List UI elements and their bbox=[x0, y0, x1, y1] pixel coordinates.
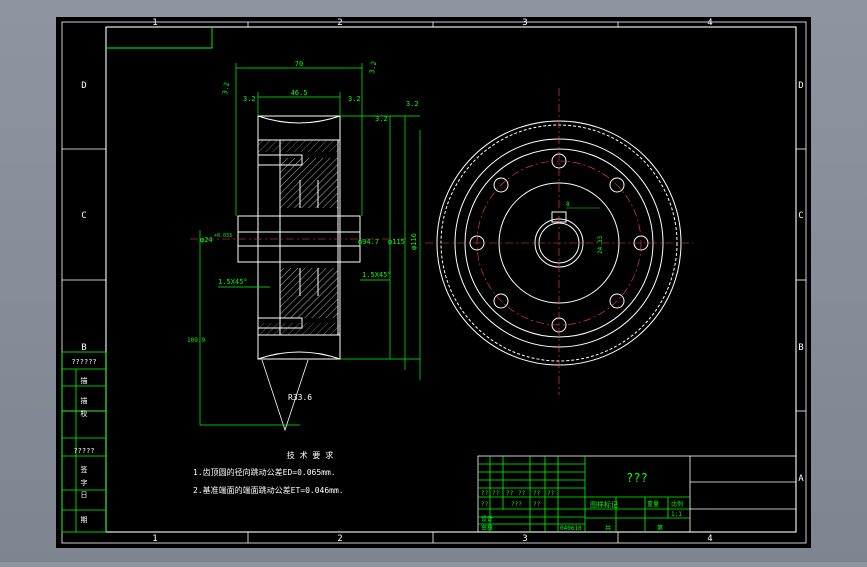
tech-req-line1: 1.齿顶圆的径向跳动公差ED=0.065mm. bbox=[193, 467, 336, 477]
tb-cell-c: ?? bbox=[481, 501, 489, 508]
hatch-upper-rim bbox=[258, 140, 340, 152]
bolt-hole-4 bbox=[609, 293, 625, 309]
lower-screw-hole bbox=[257, 317, 303, 329]
tb-cell-b: ?? bbox=[533, 501, 541, 508]
col-label-bottom-3: 3 bbox=[522, 534, 527, 544]
hatch-lower-hub bbox=[280, 268, 338, 318]
inner-frame bbox=[105, 26, 797, 533]
dim-dia-b: φ115 bbox=[388, 238, 405, 246]
section-view: 70 46.5 3.2 3.2 3.2 3.2 3.2 3.2 φ24 +0.0… bbox=[187, 60, 421, 432]
tb-sheet: 共 bbox=[605, 524, 611, 532]
tb-row-a-0: ?? bbox=[481, 490, 489, 497]
col-label-bottom-2: 2 bbox=[337, 534, 342, 544]
strip-label-4: 校 bbox=[81, 409, 88, 418]
tb-sheet2: 第 bbox=[657, 524, 663, 532]
row-label-left-c: C bbox=[81, 211, 86, 221]
tb-designer: 设计 bbox=[481, 515, 493, 523]
sheet-background bbox=[56, 17, 811, 548]
wheel-body-outline bbox=[257, 115, 341, 360]
corner-block bbox=[106, 27, 213, 49]
technical-requirements: 技 术 要 求 1.齿顶圆的径向跳动公差ED=0.065mm. 2.基准端面的端… bbox=[193, 450, 344, 495]
col-label-bottom-4: 4 bbox=[707, 534, 712, 544]
row-label-right-b: B bbox=[798, 343, 803, 353]
strip-label-9: 期 bbox=[81, 516, 88, 524]
row-label-right-a: A bbox=[798, 474, 804, 484]
title-block bbox=[477, 455, 797, 533]
section-leader-cone bbox=[261, 359, 309, 432]
row-label-right-d: D bbox=[798, 81, 803, 91]
dim-key-a: 24.33 bbox=[597, 236, 604, 254]
tech-req-title: 技 术 要 求 bbox=[287, 450, 333, 460]
dim-bore-tol: +0.033 bbox=[214, 233, 232, 239]
tb-cell-e: 重量 bbox=[647, 500, 659, 508]
tb-cell-f: 比例 bbox=[671, 500, 683, 508]
strip-label-3: 描 bbox=[81, 396, 88, 405]
upper-screw-hole bbox=[257, 154, 303, 166]
strip-label-7: 字 bbox=[81, 478, 88, 487]
row-label-right-c: C bbox=[798, 211, 803, 221]
dim-dia-d: 109.9 bbox=[187, 337, 205, 344]
front-view: 24.33 8 bbox=[425, 88, 693, 395]
part-name: ??? bbox=[626, 471, 648, 485]
left-strip-table bbox=[61, 351, 107, 533]
tb-row-a-1: ?? bbox=[492, 490, 500, 497]
outer-frame bbox=[61, 21, 807, 544]
tb-cell-a: ??? bbox=[511, 501, 522, 508]
tb-row-a-5: ?? bbox=[547, 490, 555, 497]
bolt-hole-8 bbox=[493, 177, 509, 193]
strip-label-6: 签 bbox=[81, 465, 88, 474]
roughness-b: 3.2 bbox=[243, 95, 256, 103]
row-label-left-b: B bbox=[81, 343, 86, 353]
strip-label-5: ????? bbox=[73, 447, 94, 455]
tb-row-a-2: ?? bbox=[506, 490, 514, 497]
tb-scale: 1:1 bbox=[671, 511, 682, 518]
hatch-lower-rim bbox=[258, 323, 340, 335]
col-label-top-4: 4 bbox=[707, 18, 712, 28]
dim-width-70: 70 bbox=[295, 60, 303, 68]
dim-chamfer-b: 1.5X45° bbox=[362, 271, 392, 279]
dim-radius: R33.6 bbox=[288, 393, 312, 402]
tb-row-a-4: ?? bbox=[533, 490, 541, 497]
tb-row-a-3: ?? bbox=[518, 490, 526, 497]
bolt-hole-2 bbox=[609, 177, 625, 193]
dim-key-b: 8 bbox=[566, 201, 570, 208]
tb-drawing-no: 040610 bbox=[560, 525, 582, 532]
strip-label-1: ?????? bbox=[71, 358, 96, 366]
dim-width-46: 46.5 bbox=[291, 89, 308, 97]
tb-cell-d: 图样标记 bbox=[590, 500, 618, 509]
dim-dia-c: φ116 bbox=[410, 233, 418, 250]
row-label-left-d: D bbox=[81, 81, 86, 91]
roughness-c: 3.2 bbox=[348, 95, 361, 103]
dim-bore: φ24 bbox=[200, 236, 213, 244]
col-label-top-2: 2 bbox=[337, 18, 342, 28]
tech-req-line2: 2.基准端面的端面跳动公差ET=0.046mm. bbox=[193, 485, 344, 495]
hatch-upper-hub bbox=[280, 158, 338, 208]
col-label-top-3: 3 bbox=[522, 18, 527, 28]
strip-label-2: 描 bbox=[81, 376, 88, 385]
roughness-a: 3.2 bbox=[221, 81, 231, 95]
roughness-d: 3.2 bbox=[368, 60, 378, 74]
dim-dia-a: φ94.7 bbox=[358, 238, 379, 246]
dim-chamfer-a: 1.5X45° bbox=[218, 278, 248, 286]
strip-label-8: 日 bbox=[81, 491, 88, 499]
col-label-top-1: 1 bbox=[152, 18, 157, 28]
tb-checker: 审核 bbox=[481, 524, 493, 532]
col-label-bottom-1: 1 bbox=[152, 534, 157, 544]
bolt-hole-6 bbox=[493, 293, 509, 309]
roughness-e: 3.2 bbox=[375, 115, 388, 123]
roughness-f: 3.2 bbox=[406, 100, 419, 108]
